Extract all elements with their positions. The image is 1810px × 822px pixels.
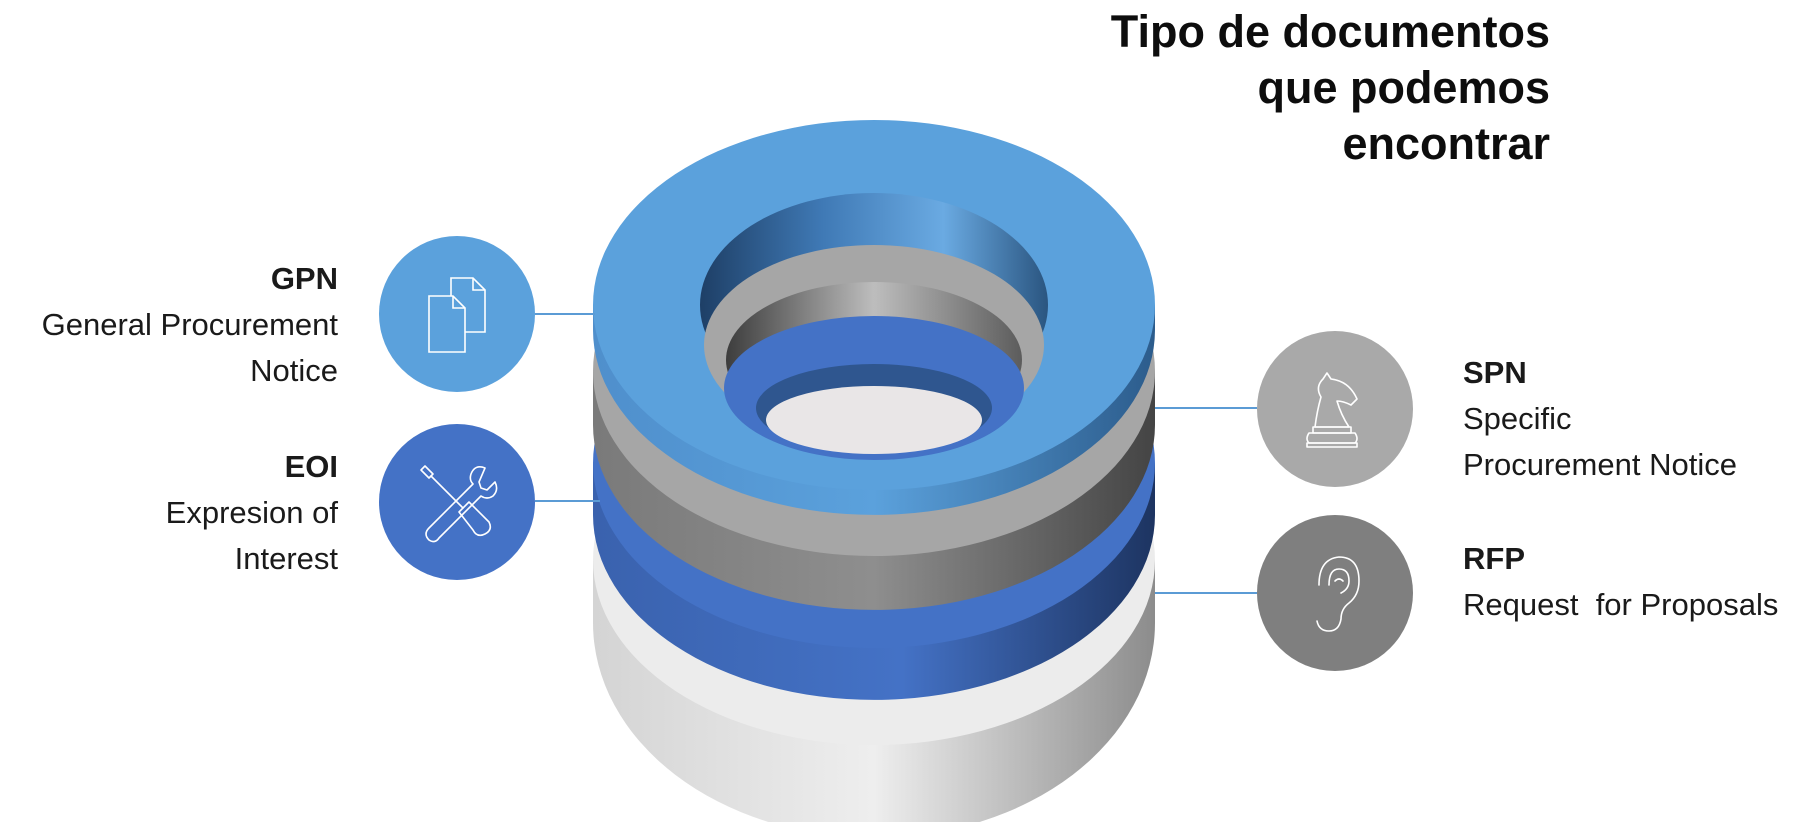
item-desc: Expresion of xyxy=(165,495,338,530)
badge-gpn xyxy=(379,236,535,392)
connector-eoi xyxy=(535,500,600,502)
tools-icon xyxy=(420,465,498,543)
item-desc: General Procurement xyxy=(41,307,338,342)
item-desc: Specific xyxy=(1463,401,1572,436)
ring-light-blue xyxy=(593,120,1155,515)
page-title: Tipo de documentos que podemos encontrar xyxy=(1111,4,1550,172)
label-eoi: EOI Expresion of Interest xyxy=(166,444,338,582)
item-code: EOI xyxy=(284,449,338,484)
item-desc: Interest xyxy=(234,541,338,576)
label-rfp: RFP Request for Proposals xyxy=(1463,536,1778,628)
ear-icon xyxy=(1316,556,1360,632)
item-desc: Procurement Notice xyxy=(1463,447,1737,482)
item-code: SPN xyxy=(1463,355,1527,390)
title-line: que podemos xyxy=(1257,62,1550,113)
item-desc: Request for Proposals xyxy=(1463,587,1779,622)
label-gpn: GPN General Procurement Notice xyxy=(42,256,338,394)
label-spn: SPN Specific Procurement Notice xyxy=(1463,350,1737,488)
badge-spn xyxy=(1257,331,1413,487)
badge-eoi xyxy=(379,424,535,580)
badge-rfp xyxy=(1257,515,1413,671)
documents-icon xyxy=(428,277,486,353)
connector-rfp xyxy=(1155,592,1257,594)
connector-spn xyxy=(1155,407,1257,409)
title-line: Tipo de documentos xyxy=(1110,6,1550,57)
item-code: GPN xyxy=(270,261,338,296)
chess-knight-icon xyxy=(1306,372,1358,448)
item-code: RFP xyxy=(1463,541,1525,576)
connector-gpn xyxy=(535,313,595,315)
title-line: encontrar xyxy=(1342,118,1550,169)
item-desc: Notice xyxy=(250,353,338,388)
